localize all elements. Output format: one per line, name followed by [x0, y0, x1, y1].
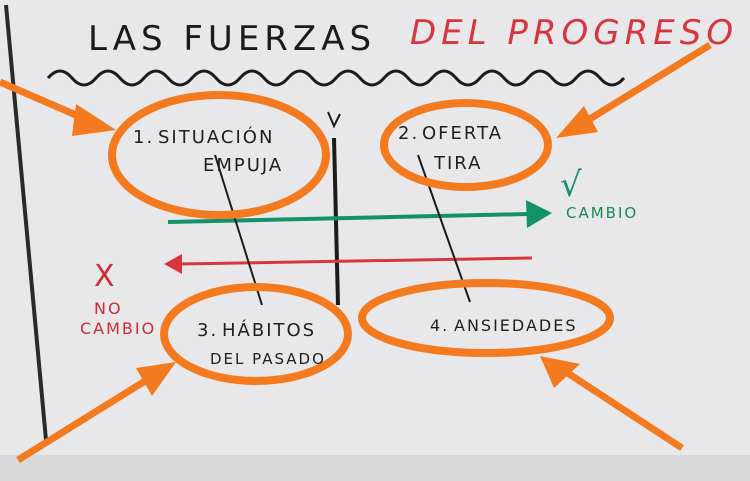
pointer-arrow-4: [540, 356, 684, 451]
force-2-line2: TIRA: [433, 153, 482, 174]
left-frame-line: [4, 4, 48, 441]
force-1-line1: SITUACIÓN: [158, 126, 274, 148]
no-change-line1: NO: [94, 299, 123, 318]
force-2-number: 2.: [398, 123, 419, 144]
force-1-circle: [108, 91, 330, 219]
wavy-underline: [46, 69, 626, 87]
no-change-arrowhead: [164, 254, 182, 274]
title-black-text: LAS FUERZAS: [88, 19, 376, 59]
no-change-arrow-line: [179, 256, 533, 266]
no-change-line2: CAMBIO: [80, 319, 156, 338]
pointer-arrow-2: [556, 42, 712, 138]
pointer-arrow-3: [16, 362, 176, 463]
force-2-circle: [380, 99, 552, 191]
force-3-number: 3.: [197, 320, 218, 341]
force-3-line2: DEL PASADO: [210, 350, 326, 368]
force-2-line1: OFERTA: [422, 123, 503, 144]
pointer-arrow-1: [0, 78, 116, 136]
force-3-line1: HÁBITOS: [222, 319, 316, 341]
change-label: CAMBIO: [566, 204, 638, 222]
cross-icon: X: [94, 259, 117, 294]
force-4-circle: [358, 279, 614, 357]
force-4-line1: ANSIEDADES: [454, 316, 577, 335]
divider-arrow-tick: [327, 111, 341, 129]
force-1-line2: EMPUJA: [203, 155, 283, 176]
change-arrowhead: [526, 200, 552, 228]
force-4-number: 4.: [430, 316, 449, 335]
check-icon: √: [560, 165, 584, 205]
center-divider: [332, 137, 340, 306]
diagonal-line-left: [214, 154, 263, 306]
force-1-number: 1.: [133, 127, 154, 148]
title-red-text: DEL PROGRESO: [410, 13, 738, 53]
change-arrow-line: [167, 212, 529, 224]
force-3-circle: [160, 283, 352, 385]
board-bottom-edge: [0, 455, 750, 481]
